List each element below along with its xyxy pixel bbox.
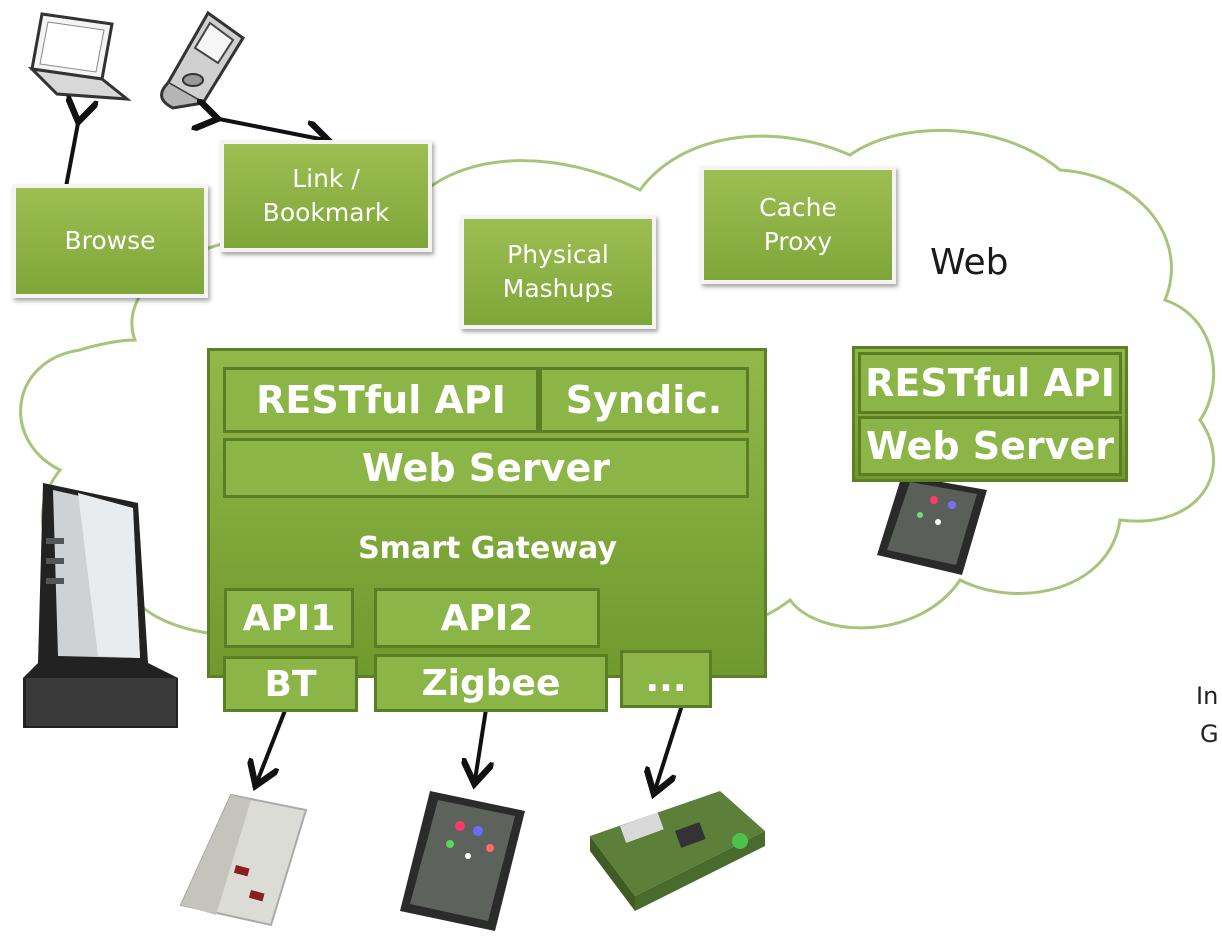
smart-plug-icon [179, 793, 308, 927]
mashups-label: Mashups [502, 274, 614, 303]
device-web-server-cell: Web Server [858, 416, 1122, 476]
api2-cell: API2 [374, 588, 600, 648]
embedded-board-icon [590, 791, 765, 911]
physical-label: Physical [507, 240, 609, 269]
restful-api-cell: RESTful API [223, 367, 539, 433]
laptop-icon [27, 12, 132, 101]
side-text-1: In [1196, 682, 1219, 710]
cache-label: Cache [759, 193, 837, 222]
web-device-icon [877, 475, 987, 575]
syndication-cell: Syndic. [539, 367, 749, 433]
device-restful-api-cell: RESTful API [858, 352, 1122, 414]
link-label: Link / [292, 164, 360, 193]
smart-gateway-label: Smart Gateway [358, 530, 617, 566]
api1-cell: API1 [224, 588, 354, 648]
bookmark-label: Bookmark [262, 198, 390, 227]
zigbee-box: Zigbee [374, 654, 608, 712]
bt-box: BT [223, 656, 358, 712]
browse-label: Browse [64, 226, 156, 255]
link-bookmark-box: Link / Bookmark [220, 140, 432, 252]
physical-mashups-box: Physical Mashups [460, 215, 656, 329]
cache-proxy-box: Cache Proxy [700, 166, 896, 284]
side-text-2: G [1200, 720, 1219, 748]
web-label: Web [930, 242, 1009, 283]
web-server-cell: Web Server [223, 438, 749, 498]
sensor-node-icon [400, 791, 525, 931]
browse-box: Browse [12, 184, 208, 298]
proxy-label: Proxy [763, 227, 833, 256]
gateway-router-icon [23, 483, 178, 728]
other-protocol-box: ... [620, 650, 712, 708]
